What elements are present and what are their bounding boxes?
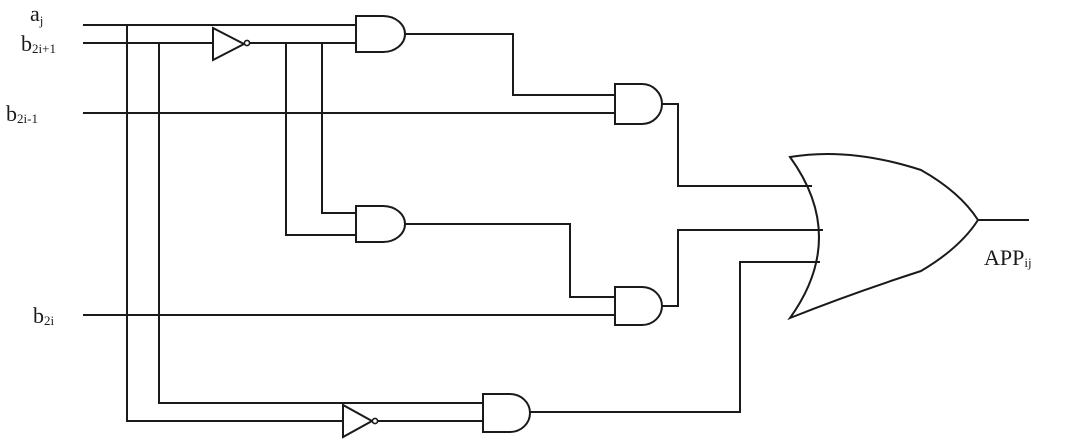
wire-and3-out (405, 223, 615, 298)
wire-and2-out (662, 103, 812, 187)
and-gate-1 (355, 15, 406, 53)
wire-and5-out (530, 261, 820, 413)
and-gate-5 (482, 393, 531, 433)
not-gate-2 (342, 403, 375, 439)
or-gate (787, 153, 980, 321)
wire-and1-out (405, 33, 615, 96)
and-gate-3 (355, 205, 406, 243)
gates (212, 15, 980, 439)
not-gate-1 (212, 26, 247, 62)
label-b2i-1: b2i-1 (6, 101, 38, 126)
label-b2i: b2i (33, 303, 55, 328)
not-gate-2-bubble (371, 417, 379, 425)
wire-not1-tap-a (285, 43, 356, 236)
label-appij: APPij (984, 245, 1032, 270)
label-aj: aj (30, 1, 43, 28)
wire-and4-out (662, 229, 823, 307)
wire-not1-tap-b (321, 43, 356, 214)
wire-aj-bus (126, 25, 343, 422)
and-gate-4 (614, 286, 663, 326)
not-gate-1-bubble (243, 39, 251, 47)
and-gate-2 (614, 83, 663, 125)
wire-b2i+1-bus (158, 43, 483, 404)
labels: aj b2i+1 b2i-1 b2i APPij (6, 1, 1032, 328)
label-b2i+1: b2i+1 (21, 31, 56, 56)
wires (83, 24, 1029, 422)
